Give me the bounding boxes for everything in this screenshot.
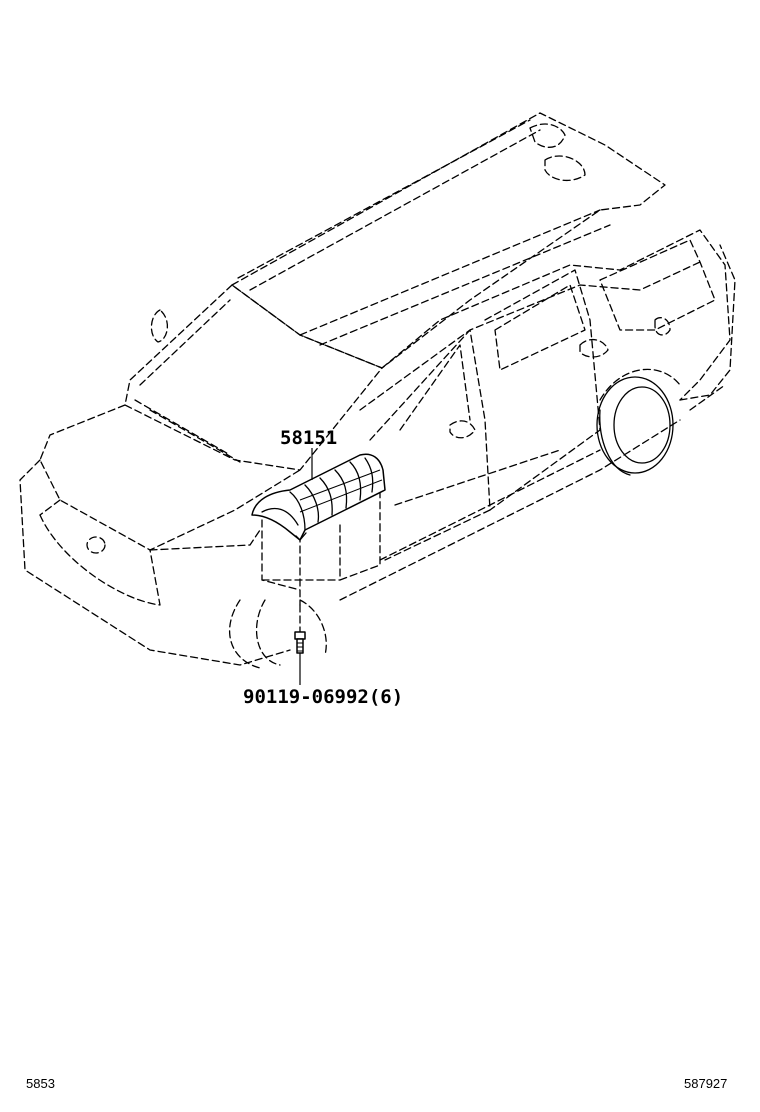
placement-guides bbox=[261, 489, 381, 641]
part-58151-cover bbox=[251, 453, 386, 541]
part-90119-clip bbox=[294, 631, 306, 654]
footer-right-code: 587927 bbox=[684, 1076, 728, 1091]
callout-part-90119: 90119-06992(6) bbox=[243, 686, 404, 708]
footer-left-code: 5853 bbox=[26, 1076, 55, 1091]
rear-wheel bbox=[596, 376, 674, 476]
vehicle-outline bbox=[19, 112, 736, 669]
callout-part-58151: 58151 bbox=[280, 427, 338, 449]
